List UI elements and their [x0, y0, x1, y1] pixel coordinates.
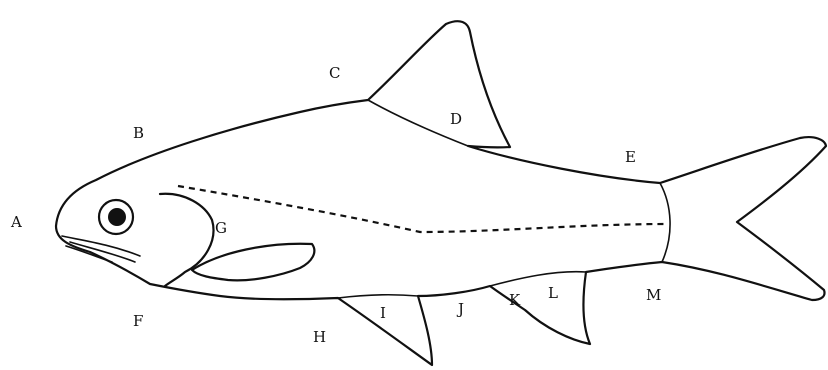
- lateral-line: [178, 186, 668, 232]
- pelvic-fin-base: [338, 295, 418, 298]
- label-a: A: [10, 213, 22, 231]
- eye-pupil: [108, 208, 126, 226]
- chin-line: [66, 246, 112, 262]
- label-m: M: [646, 286, 661, 304]
- label-i: I: [380, 304, 386, 322]
- label-h: H: [313, 328, 326, 346]
- anal-fin-base: [490, 272, 586, 286]
- label-b: B: [133, 124, 144, 142]
- label-e: E: [625, 148, 636, 166]
- label-c: C: [329, 64, 340, 82]
- label-f: F: [133, 312, 143, 330]
- label-g: G: [215, 219, 227, 237]
- gill-cover-outline: [160, 194, 213, 286]
- label-k: K: [509, 291, 521, 309]
- label-l: L: [548, 284, 558, 302]
- label-d: D: [450, 110, 462, 128]
- label-j: J: [456, 300, 464, 318]
- pectoral-fin: [192, 244, 314, 281]
- caudal-fin-base: [660, 183, 670, 262]
